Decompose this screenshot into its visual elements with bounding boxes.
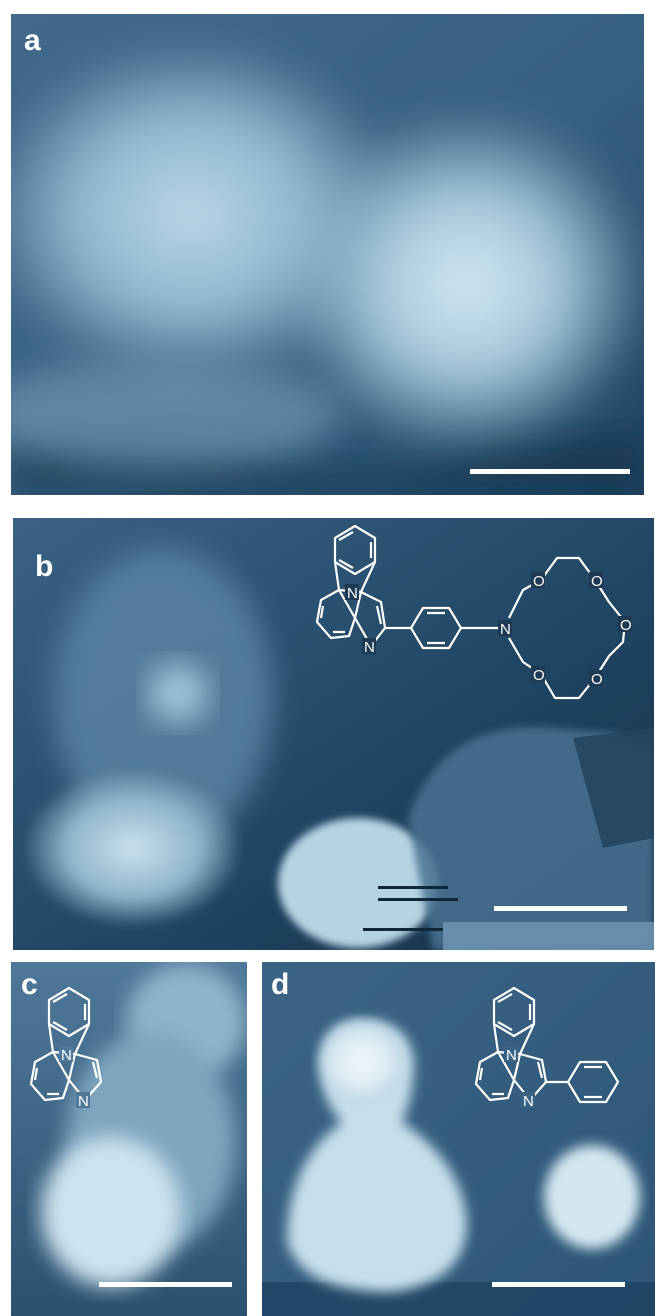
molecule-structure-b: N N N O O O O O xyxy=(315,524,632,700)
blob-right xyxy=(281,109,644,459)
blob-c-bottom xyxy=(41,1137,181,1287)
blob-b-left xyxy=(23,768,243,928)
blob-b-middle xyxy=(278,818,438,948)
atom-label-n: N xyxy=(500,621,511,638)
panel-b: b N N N xyxy=(13,518,654,950)
panel-a: a xyxy=(11,14,644,495)
atom-label-n: N xyxy=(523,1093,534,1110)
atom-label-o: O xyxy=(591,573,603,590)
panel-label-c: c xyxy=(21,968,38,1001)
panel-label-b: b xyxy=(35,550,54,583)
atom-label-n: N xyxy=(506,1047,517,1064)
atom-label-n: N xyxy=(347,585,358,602)
scale-bar-b xyxy=(494,906,627,911)
panel-b-image xyxy=(13,518,654,950)
panel-d: d N N xyxy=(262,962,655,1316)
panel-d-image xyxy=(262,962,655,1316)
molecule-structure-d: N N xyxy=(474,986,620,1110)
panel-c: c N N xyxy=(11,962,247,1316)
atom-label-o: O xyxy=(533,667,545,684)
panel-a-image xyxy=(11,14,644,495)
atom-label-n: N xyxy=(364,639,375,656)
panel-label-d: d xyxy=(271,968,290,1001)
scale-bar-d xyxy=(492,1282,625,1287)
scale-bar-c xyxy=(99,1282,232,1287)
molecule-structure-c: N N xyxy=(29,986,103,1110)
atom-label-o: O xyxy=(533,573,545,590)
panel-c-image xyxy=(11,962,247,1316)
atom-label-n: N xyxy=(78,1093,89,1110)
atom-label-n: N xyxy=(61,1047,72,1064)
scale-bar-a xyxy=(470,469,630,474)
atom-label-o: O xyxy=(620,617,632,634)
panel-label-a: a xyxy=(24,24,41,57)
atom-label-o: O xyxy=(591,671,603,688)
blob-d-right xyxy=(544,1145,640,1249)
atom-mask xyxy=(345,584,359,600)
